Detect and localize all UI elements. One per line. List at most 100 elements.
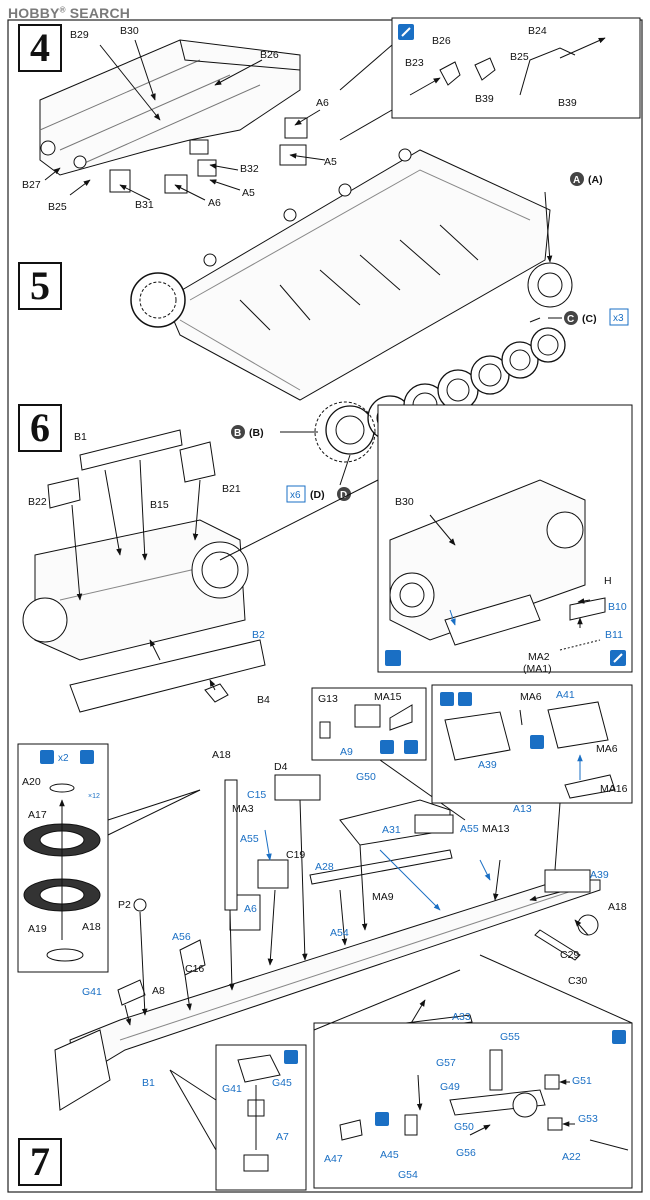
part-label: G54 (398, 1169, 418, 1181)
part-label: MA9 (372, 891, 394, 903)
part-label: x3 (613, 313, 624, 324)
part-label: A54 (330, 927, 349, 939)
watermark-site: SEARCH (69, 5, 131, 21)
part-label: G13 (318, 693, 338, 705)
part-label: B29 (70, 29, 89, 41)
step-4-labels: B29 B30 B26 A6 A5 B32 A5 A6 B31 B25 B27 … (22, 25, 577, 213)
part-label: B39 (475, 93, 494, 105)
watermark-brand: HOBBY (8, 5, 60, 21)
part-label: B10 (608, 601, 627, 613)
part-label: A6 (244, 903, 257, 915)
part-label: MA2 (528, 651, 550, 663)
step-5-callouts: A (A) C (C) x3 B (B) x6 (D) D (231, 172, 629, 503)
part-label: x2 (58, 753, 69, 764)
part-label: A39 (590, 869, 609, 881)
part-label: B30 (395, 496, 414, 508)
part-label: MA6 (520, 691, 542, 703)
part-label: B26 (260, 49, 279, 61)
step-7-g13-detail (311, 687, 427, 761)
part-label: A56 (172, 931, 191, 943)
part-label: ×12 (88, 793, 100, 800)
part-label: A28 (315, 861, 334, 873)
part-label: A20 (22, 776, 41, 788)
part-label: G41 (222, 1083, 242, 1095)
step-7-g41-detail (215, 1044, 307, 1191)
part-label: MA3 (232, 803, 254, 815)
part-label: A41 (556, 689, 575, 701)
part-label: B30 (120, 25, 139, 37)
part-label: C15 (247, 789, 266, 801)
part-label: G45 (272, 1077, 292, 1089)
part-label: G50 (454, 1121, 474, 1133)
part-label: B4 (257, 694, 270, 706)
part-label: B22 (28, 496, 47, 508)
step-7-labels: A18 D4 C15 MA3 A55 C19 A28 G50 A31 A55 M… (22, 689, 628, 1181)
step-4-suspension-assembly (39, 39, 393, 201)
part-label: A18 (82, 921, 101, 933)
part-label: A5 (324, 156, 337, 168)
part-label: B1 (142, 1077, 155, 1089)
part-label: A47 (324, 1153, 343, 1165)
part-label: B (234, 428, 241, 439)
step-7-tow-detail (313, 1022, 633, 1189)
part-label: B39 (558, 97, 577, 109)
step-6-hull-rear-assembly (22, 429, 266, 713)
step-7-number: 7 (18, 1138, 62, 1186)
part-label: G51 (572, 1075, 592, 1087)
step-7-fender-assembly (54, 774, 601, 1111)
part-label: x6 (290, 490, 301, 501)
part-label: B25 (510, 51, 529, 63)
part-label: H (604, 575, 612, 587)
step-7-spare-wheel-detail: x2 ×12 (17, 743, 109, 973)
part-label: G41 (82, 986, 102, 998)
part-label: G55 (500, 1031, 520, 1043)
part-label: MA13 (482, 823, 510, 835)
step-7-mask-detail (431, 684, 633, 804)
part-label: D4 (274, 761, 288, 773)
part-label: (B) (249, 427, 264, 439)
part-label: A55 (240, 833, 259, 845)
part-label: A18 (608, 901, 627, 913)
part-label: A18 (212, 749, 231, 761)
part-label: (D) (310, 489, 325, 501)
part-label: G53 (578, 1113, 598, 1125)
step-5-number: 5 (18, 262, 62, 310)
part-label: G56 (456, 1147, 476, 1159)
part-label: A7 (276, 1131, 289, 1143)
part-label: A5 (242, 187, 255, 199)
part-label: MA15 (374, 691, 402, 703)
part-label: A33 (452, 1011, 471, 1023)
step-4-detail-box (391, 17, 641, 119)
part-label: B27 (22, 179, 41, 191)
part-label: A13 (513, 803, 532, 815)
part-label: B24 (528, 25, 547, 37)
part-label: C29 (560, 949, 579, 961)
watermark-reg: ® (59, 5, 66, 15)
part-label: A6 (208, 197, 221, 209)
step-6-detail-box (377, 404, 633, 673)
part-label: G50 (356, 771, 376, 783)
part-label: G49 (440, 1081, 460, 1093)
step-6-labels: B1 B22 B21 B15 B2 B4 B30 H B10 B11 MA2 (… (28, 431, 627, 706)
part-label: A19 (28, 923, 47, 935)
part-label: B26 (432, 35, 451, 47)
part-label: A17 (28, 809, 47, 821)
step-6-number: 6 (18, 404, 62, 452)
step-4-number: 4 (18, 24, 62, 72)
part-label: B11 (605, 629, 623, 641)
part-label: (C) (582, 313, 597, 325)
part-label: MA16 (600, 783, 628, 795)
part-label: B25 (48, 201, 67, 213)
part-label: A39 (478, 759, 497, 771)
part-label: C30 (568, 975, 587, 987)
part-label: A55 (460, 823, 479, 835)
part-label: A (573, 175, 580, 186)
part-label: A31 (382, 824, 401, 836)
part-label: B31 (135, 199, 154, 211)
part-label: P2 (118, 899, 131, 911)
part-label: A9 (340, 746, 353, 758)
part-label: A6 (316, 97, 329, 109)
part-label: A22 (562, 1151, 581, 1163)
part-label: C (567, 314, 574, 325)
